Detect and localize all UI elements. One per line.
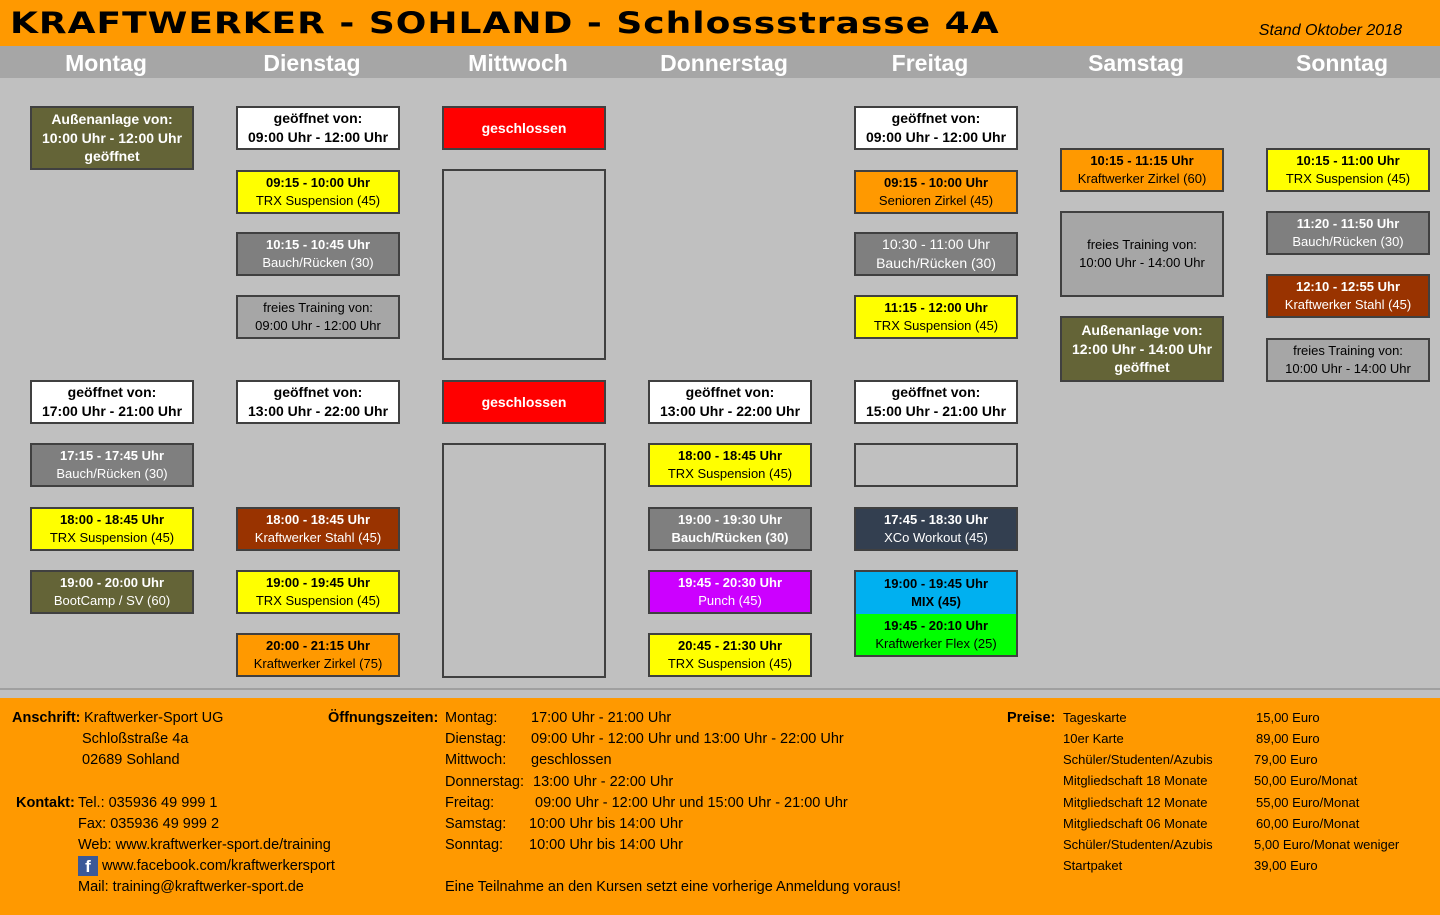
opening-time: 09:00 Uhr - 12:00 Uhr und 13:00 Uhr - 22… <box>531 731 844 747</box>
course-block: 20:45 - 21:30 Uhr TRX Suspension (45) <box>648 633 812 677</box>
page-title: KRAFTWERKER - SOHLAND - Schlossstrasse 4… <box>10 6 1000 41</box>
day-samstag: Samstag <box>1088 50 1184 76</box>
opening-time: 13:00 Uhr - 22:00 Uhr <box>533 774 674 790</box>
course-block: 19:45 - 20:30 Uhr Punch (45) <box>648 570 812 614</box>
opening-time: 10:00 Uhr bis 14:00 Uhr <box>529 816 683 832</box>
day-dienstag: Dienstag <box>263 50 361 76</box>
price-value: 5,00 Euro/Monat weniger <box>1254 837 1400 852</box>
opening-time: 17:00 Uhr - 21:00 Uhr <box>531 710 672 726</box>
opening-day: Donnerstag: <box>445 774 524 790</box>
course-block: 19:00 - 19:45 Uhr TRX Suspension (45) <box>236 570 400 614</box>
course-block: 11:15 - 12:00 Uhr TRX Suspension (45) <box>854 295 1018 339</box>
prices-label: Preise: <box>1007 710 1056 726</box>
course-block: 20:00 - 21:15 Uhr Kraftwerker Zirkel (75… <box>236 633 400 677</box>
facebook-icon: f <box>78 856 98 876</box>
course-block: 10:15 - 11:00 Uhr TRX Suspension (45) <box>1266 148 1430 192</box>
price-item: Schüler/Studenten/Azubis <box>1063 752 1213 767</box>
price-item: 10er Karte <box>1063 731 1124 746</box>
price-value: 89,00 Euro <box>1256 731 1320 746</box>
opening-day: Dienstag: <box>445 731 507 747</box>
address-line: Schloßstraße 4a <box>82 731 189 747</box>
opening-time: 09:00 Uhr - 12:00 Uhr und 15:00 Uhr - 21… <box>535 795 848 811</box>
price-value: 79,00 Euro <box>1254 752 1318 767</box>
course-block: 10:15 - 10:45 Uhr Bauch/Rücken (30) <box>236 232 400 276</box>
address-line: 02689 Sohland <box>82 752 180 768</box>
empty-block <box>854 443 1018 487</box>
contact-web-link[interactable]: Web: www.kraftwerker-sport.de/training <box>78 837 331 853</box>
opening-day: Montag: <box>445 710 498 726</box>
opening-hours-block: geöffnet von: 09:00 Uhr - 12:00 Uhr <box>854 106 1018 150</box>
contact-label: Kontakt: <box>16 795 75 811</box>
opening-day: Samstag: <box>445 816 507 832</box>
course-block: 19:45 - 20:10 Uhr Kraftwerker Flex (25) <box>854 614 1018 657</box>
contact-fax: Fax: 035936 49 999 2 <box>78 816 220 832</box>
day-freitag: Freitag <box>891 50 969 76</box>
schedule-grid: Außenanlage von: 10:00 Uhr - 12:00 Uhr g… <box>0 78 1440 688</box>
price-item: Schüler/Studenten/Azubis <box>1063 837 1213 852</box>
day-donnerstag: Donnerstag <box>660 50 788 76</box>
schedule-block: Außenanlage von: 12:00 Uhr - 14:00 Uhr g… <box>1060 316 1224 382</box>
day-sonntag: Sonntag <box>1296 50 1388 76</box>
header: KRAFTWERKER - SOHLAND - Schlossstrasse 4… <box>0 0 1440 46</box>
stand-date: Stand Oktober 2018 <box>1258 22 1402 39</box>
course-block: 18:00 - 18:45 Uhr TRX Suspension (45) <box>648 443 812 487</box>
price-item: Startpaket <box>1063 858 1123 873</box>
opening-hours-block: geöffnet von: 15:00 Uhr - 21:00 Uhr <box>854 380 1018 424</box>
free-training-block: freies Training von: 09:00 Uhr - 12:00 U… <box>236 295 400 339</box>
price-value: 55,00 Euro/Monat <box>1256 795 1360 810</box>
price-value: 15,00 Euro <box>1256 710 1320 725</box>
course-block: 09:15 - 10:00 Uhr Senioren Zirkel (45) <box>854 170 1018 214</box>
weekday-header: Montag Dienstag Mittwoch Donnerstag Frei… <box>0 46 1440 78</box>
opening-hours-block: geöffnet von: 13:00 Uhr - 22:00 Uhr <box>236 380 400 424</box>
free-training-block: freies Training von: 10:00 Uhr - 14:00 U… <box>1060 211 1224 297</box>
course-block: 19:00 - 19:45 Uhr MIX (45) <box>854 570 1018 614</box>
divider <box>0 688 1440 700</box>
course-block: 10:15 - 11:15 Uhr Kraftwerker Zirkel (60… <box>1060 148 1224 192</box>
opening-day: Freitag: <box>445 795 495 811</box>
price-value: 50,00 Euro/Monat <box>1254 773 1358 788</box>
contact-facebook-link[interactable]: www.facebook.com/kraftwerkersport <box>102 858 335 874</box>
closed-block: geschlossen <box>442 380 606 424</box>
free-training-block: freies Training von: 10:00 Uhr - 14:00 U… <box>1266 338 1430 382</box>
price-value: 39,00 Euro <box>1254 858 1318 873</box>
day-montag: Montag <box>65 50 147 76</box>
contact-mail-link[interactable]: Mail: training@kraftwerker-sport.de <box>78 879 304 895</box>
price-value: 60,00 Euro/Monat <box>1256 816 1360 831</box>
price-item: Mitgliedschaft 12 Monate <box>1063 795 1208 810</box>
opening-hours-block: geöffnet von: 13:00 Uhr - 22:00 Uhr <box>648 380 812 424</box>
course-block: 17:45 - 18:30 Uhr XCo Workout (45) <box>854 507 1018 551</box>
opening-day: Mittwoch: <box>445 752 507 768</box>
price-item: Mitgliedschaft 18 Monate <box>1063 773 1208 788</box>
course-block: 18:00 - 18:45 Uhr TRX Suspension (45) <box>30 507 194 551</box>
course-block: 11:20 - 11:50 Uhr Bauch/Rücken (30) <box>1266 211 1430 255</box>
course-block: 18:00 - 18:45 Uhr Kraftwerker Stahl (45) <box>236 507 400 551</box>
opening-hours-label: Öffnungszeiten: <box>328 710 439 726</box>
opening-hours-block: geöffnet von: 17:00 Uhr - 21:00 Uhr <box>30 380 194 424</box>
schedule-block: Außenanlage von: 10:00 Uhr - 12:00 Uhr g… <box>30 106 194 170</box>
address-line: Kraftwerker-Sport UG <box>84 710 224 726</box>
contact-phone: Tel.: 035936 49 999 1 <box>78 795 218 811</box>
empty-block <box>442 443 606 678</box>
address-label: Anschrift: <box>12 710 81 726</box>
opening-time: 10:00 Uhr bis 14:00 Uhr <box>529 837 683 853</box>
registration-note: Eine Teilnahme an den Kursen setzt eine … <box>445 879 901 895</box>
course-block: 09:15 - 10:00 Uhr TRX Suspension (45) <box>236 170 400 214</box>
opening-hours-block: geöffnet von: 09:00 Uhr - 12:00 Uhr <box>236 106 400 150</box>
day-mittwoch: Mittwoch <box>468 50 568 76</box>
price-item: Mitgliedschaft 06 Monate <box>1063 816 1208 831</box>
course-block: 19:00 - 19:30 Uhr Bauch/Rücken (30) <box>648 507 812 551</box>
opening-day: Sonntag: <box>445 837 504 853</box>
closed-block: geschlossen <box>442 106 606 150</box>
course-block: 19:00 - 20:00 Uhr BootCamp / SV (60) <box>30 570 194 614</box>
opening-time: geschlossen <box>531 752 612 768</box>
course-block: 17:15 - 17:45 Uhr Bauch/Rücken (30) <box>30 443 194 487</box>
price-item: Tageskarte <box>1063 710 1127 725</box>
course-block: 12:10 - 12:55 Uhr Kraftwerker Stahl (45) <box>1266 274 1430 318</box>
footer: Anschrift: Kraftwerker-Sport UG Schloßst… <box>0 698 1440 915</box>
course-block: 10:30 - 11:00 Uhr Bauch/Rücken (30) <box>854 232 1018 276</box>
empty-block <box>442 169 606 360</box>
